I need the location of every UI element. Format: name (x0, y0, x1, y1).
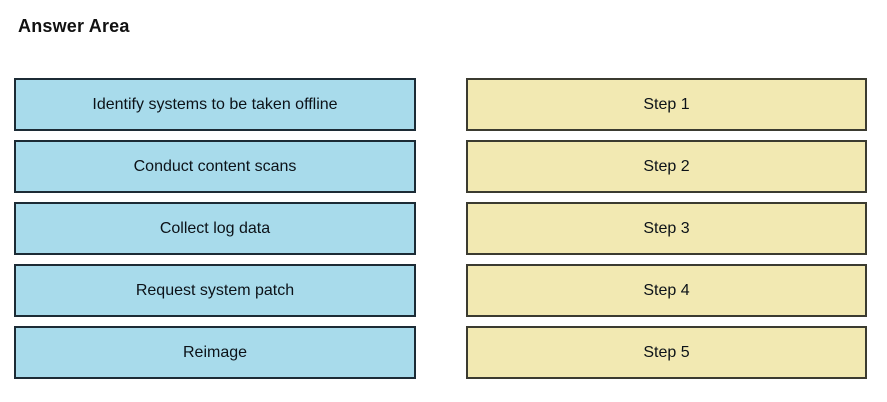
drop-target-step-5[interactable]: Step 5 (466, 326, 867, 379)
drag-item-identify-systems-offline[interactable]: Identify systems to be taken offline (14, 78, 416, 131)
drag-item-conduct-content-scans[interactable]: Conduct content scans (14, 140, 416, 193)
drag-item-request-system-patch[interactable]: Request system patch (14, 264, 416, 317)
drag-item-label: Request system patch (135, 281, 295, 299)
drop-target-step-3[interactable]: Step 3 (466, 202, 867, 255)
step-label: Step 4 (643, 281, 690, 299)
drag-items-column: Identify systems to be taken offline Con… (14, 78, 416, 379)
drag-item-reimage[interactable]: Reimage (14, 326, 416, 379)
page-title: Answer Area (18, 16, 130, 36)
step-label: Step 2 (643, 157, 690, 175)
drop-target-step-2[interactable]: Step 2 (466, 140, 867, 193)
step-label: Step 5 (643, 343, 690, 361)
drag-item-label: Conduct content scans (133, 157, 297, 175)
step-label: Step 3 (643, 219, 690, 237)
drop-target-step-1[interactable]: Step 1 (466, 78, 867, 131)
drag-item-label: Reimage (182, 343, 248, 361)
drag-item-collect-log-data[interactable]: Collect log data (14, 202, 416, 255)
step-targets-column: Step 1 Step 2 Step 3 Step 4 Step 5 (466, 78, 867, 379)
step-label: Step 1 (643, 95, 690, 113)
drop-target-step-4[interactable]: Step 4 (466, 264, 867, 317)
drag-item-label: Collect log data (159, 219, 271, 237)
drag-item-label: Identify systems to be taken offline (92, 95, 338, 113)
